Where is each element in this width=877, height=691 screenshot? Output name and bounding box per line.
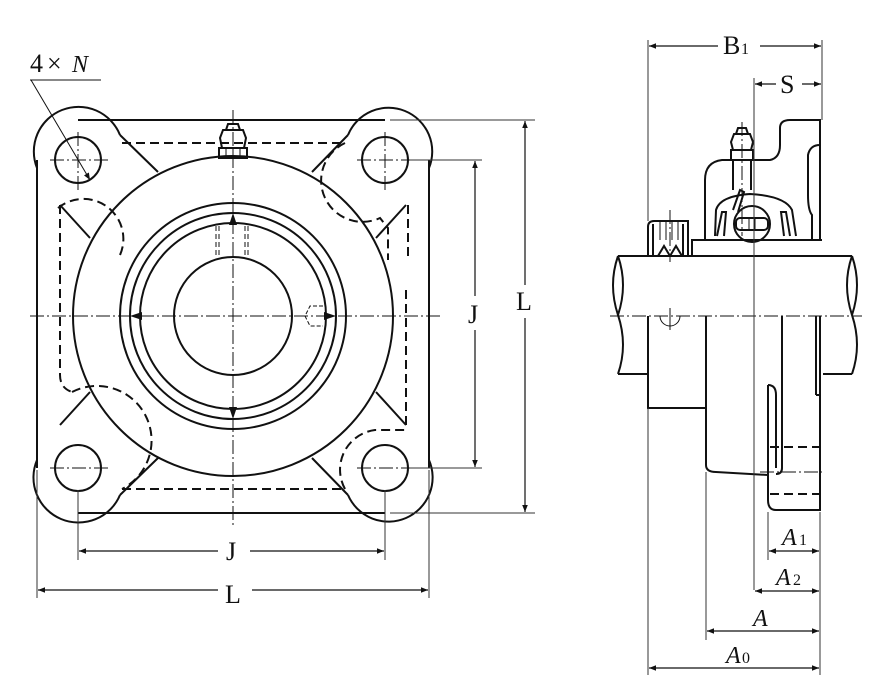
dim-label-a: A [751, 606, 768, 632]
dim-label-b1-sub: 1 [741, 41, 749, 58]
flange-outline [32, 105, 434, 524]
locking-collar [647, 220, 707, 409]
dim-label-j-vertical: J [468, 300, 478, 329]
centerlines [30, 110, 440, 528]
dim-label-j-horizontal: J [226, 537, 236, 566]
dim-label-a2-main: A [774, 565, 791, 591]
dim-label-l-vertical: L [516, 287, 532, 316]
hole-callout: 4 × N [30, 49, 101, 181]
dim-label-a1-sub: 1 [799, 532, 807, 549]
shaft [612, 255, 858, 375]
dim-label-a2-sub: 2 [793, 572, 801, 589]
bearing-internals [716, 188, 791, 243]
front-dimensions: J L J L [36, 119, 535, 609]
callout-count: 4 [30, 49, 43, 78]
dim-label-a0-sub: 0 [742, 650, 750, 667]
grease-nipple-side-icon [729, 127, 755, 190]
side-centerlines [610, 122, 862, 317]
dim-label-l-horizontal: L [225, 580, 241, 609]
callout-times: × [47, 49, 62, 78]
side-view: B 1 S A 1 A 2 A A 0 [610, 31, 862, 675]
housing-side [691, 119, 822, 511]
hidden-back-outline [57, 142, 409, 490]
dim-label-a1-main: A [780, 525, 797, 551]
dim-label-s: S [780, 70, 794, 99]
dim-label-b1-main: B [723, 31, 740, 60]
side-dimensions: B 1 S A 1 A 2 A A 0 [647, 31, 823, 675]
front-view: 4 × N J L J [30, 49, 535, 609]
dim-label-a0-main: A [724, 643, 741, 669]
callout-symbol: N [71, 52, 90, 78]
